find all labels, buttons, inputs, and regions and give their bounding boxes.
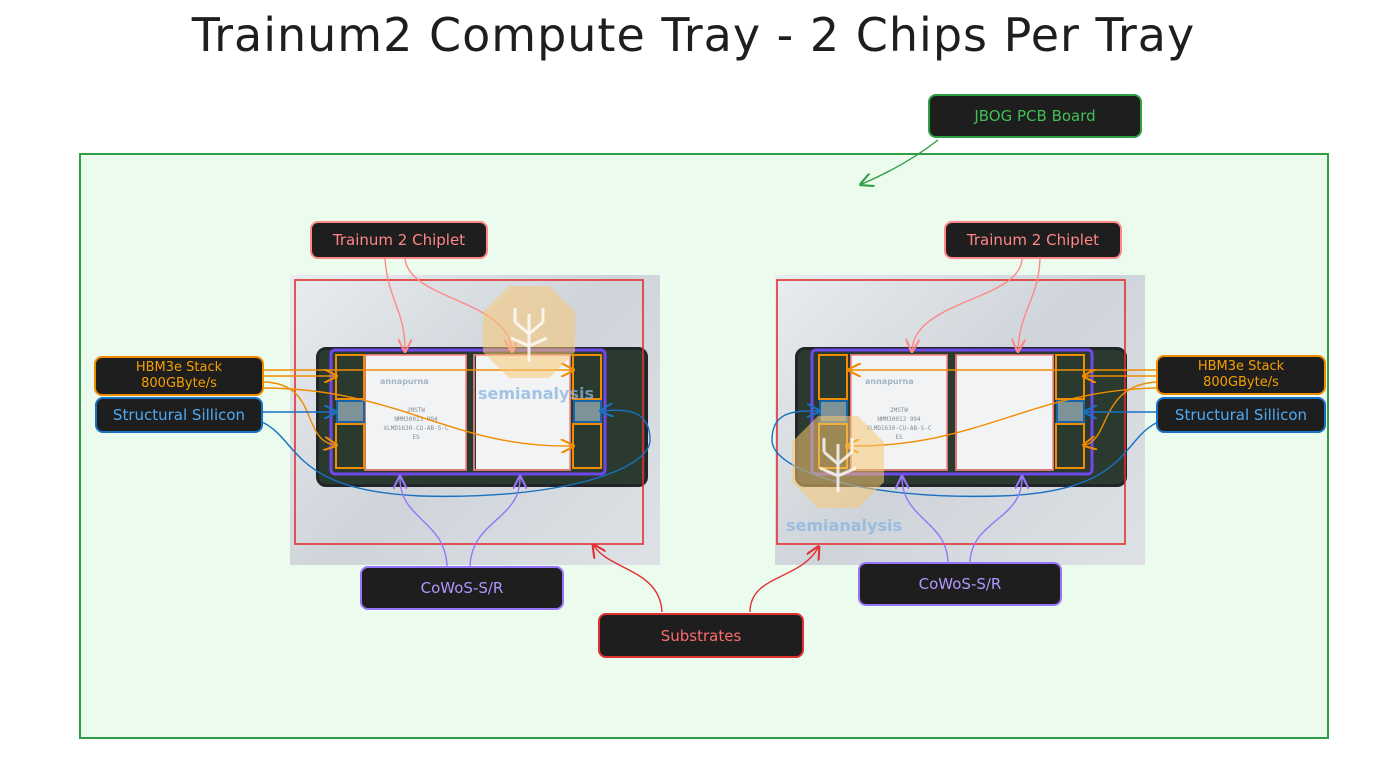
hbm-arrow-left-4: [261, 387, 572, 446]
structural-silicon-label-left: Structural Sillicon: [95, 397, 263, 433]
left-hbm-1: [335, 354, 365, 400]
trainum-chiplet-label-left: Trainum 2 Chiplet: [310, 221, 488, 259]
hbm-label-left-line1: HBM3e Stack: [135, 360, 223, 375]
hbm-label-right-line1: HBM3e Stack: [1197, 359, 1285, 374]
watermark-text-left: semianalysis: [478, 384, 594, 403]
left-chiplet-outline-1: [364, 354, 467, 471]
cowos-arrow-right-2: [969, 478, 1022, 563]
left-hbm-2: [335, 423, 365, 469]
left-die-marking-3: XLMD1630-CU-AB-S-C: [383, 425, 449, 432]
right-die-brand: annapurna: [865, 377, 914, 386]
structural-arrow-left-2: [261, 410, 651, 498]
jbog-pcb-board-label: JBOG PCB Board: [928, 94, 1142, 138]
left-structural-2: [573, 400, 602, 423]
right-chiplet-die-2: [957, 355, 1053, 469]
cowos-arrow-left-1: [400, 478, 448, 567]
hbm-label-left-line2: 800GByte/s: [141, 376, 217, 391]
left-structural-1: [336, 400, 365, 423]
cowos-label-right: CoWoS-S/R: [858, 562, 1062, 606]
hbm-arrow-right-3: [1085, 381, 1159, 445]
left-hbm-4: [572, 423, 602, 469]
cowos-arrow-right-1: [902, 478, 949, 563]
right-chiplet-outline-2: [955, 354, 1054, 471]
hbm-stack-label-left: HBM3e Stack 800GByte/s: [94, 356, 264, 396]
hbm-arrow-right-4: [848, 387, 1159, 446]
left-hbm-3: [572, 354, 602, 400]
right-hbm-4: [1055, 423, 1085, 469]
hbm-label-right-line2: 800GByte/s: [1203, 375, 1279, 390]
watermark-logo-left: [483, 286, 575, 378]
watermark-logo-right: [792, 416, 884, 508]
left-die-marking-1: 2MSTW: [406, 407, 426, 414]
chiplet-arrow-right-1: [912, 258, 1023, 350]
diagram-title: Trainum2 Compute Tray - 2 Chips Per Tray: [191, 8, 1196, 62]
left-chiplet-die-1: annapurna 2MSTW NMM30013 994 XLMD1630-CU…: [366, 355, 466, 469]
right-die-marking-1: 2MSTW: [889, 407, 909, 414]
chiplet-arrow-right-2: [1018, 258, 1041, 350]
cowos-arrow-left-2: [469, 478, 520, 567]
structural-arrow-right-2: [771, 411, 1159, 498]
substrate-arrow-right: [749, 548, 818, 613]
right-hbm-1: [818, 354, 848, 400]
hbm-stack-label-right: HBM3e Stack 800GByte/s: [1156, 355, 1326, 395]
substrate-arrow-left: [594, 546, 663, 613]
right-die-marking-2: NMM30013 994: [877, 416, 921, 423]
chiplet-arrow-left-1: [384, 258, 405, 350]
left-die-marking-4: ES: [412, 434, 420, 441]
right-chiplet-outline-1: [850, 354, 948, 471]
watermark-text-right: semianalysis: [786, 516, 902, 535]
right-die-marking-4: ES: [895, 434, 903, 441]
hbm-arrow-left-3: [261, 381, 335, 445]
jbog-arrow: [862, 139, 939, 184]
left-die-brand: annapurna: [380, 377, 429, 386]
cowos-label-left: CoWoS-S/R: [360, 566, 564, 610]
left-die-marking-2: NMM30013 994: [394, 416, 438, 423]
substrates-label: Substrates: [598, 613, 804, 658]
right-hbm-3: [1055, 354, 1085, 400]
structural-silicon-label-right: Structural Sillicon: [1156, 397, 1326, 433]
trainum-chiplet-label-right: Trainum 2 Chiplet: [944, 221, 1122, 259]
right-die-marking-3: XLMD1630-CU-AB-S-C: [866, 425, 932, 432]
right-structural-2: [1056, 400, 1085, 423]
